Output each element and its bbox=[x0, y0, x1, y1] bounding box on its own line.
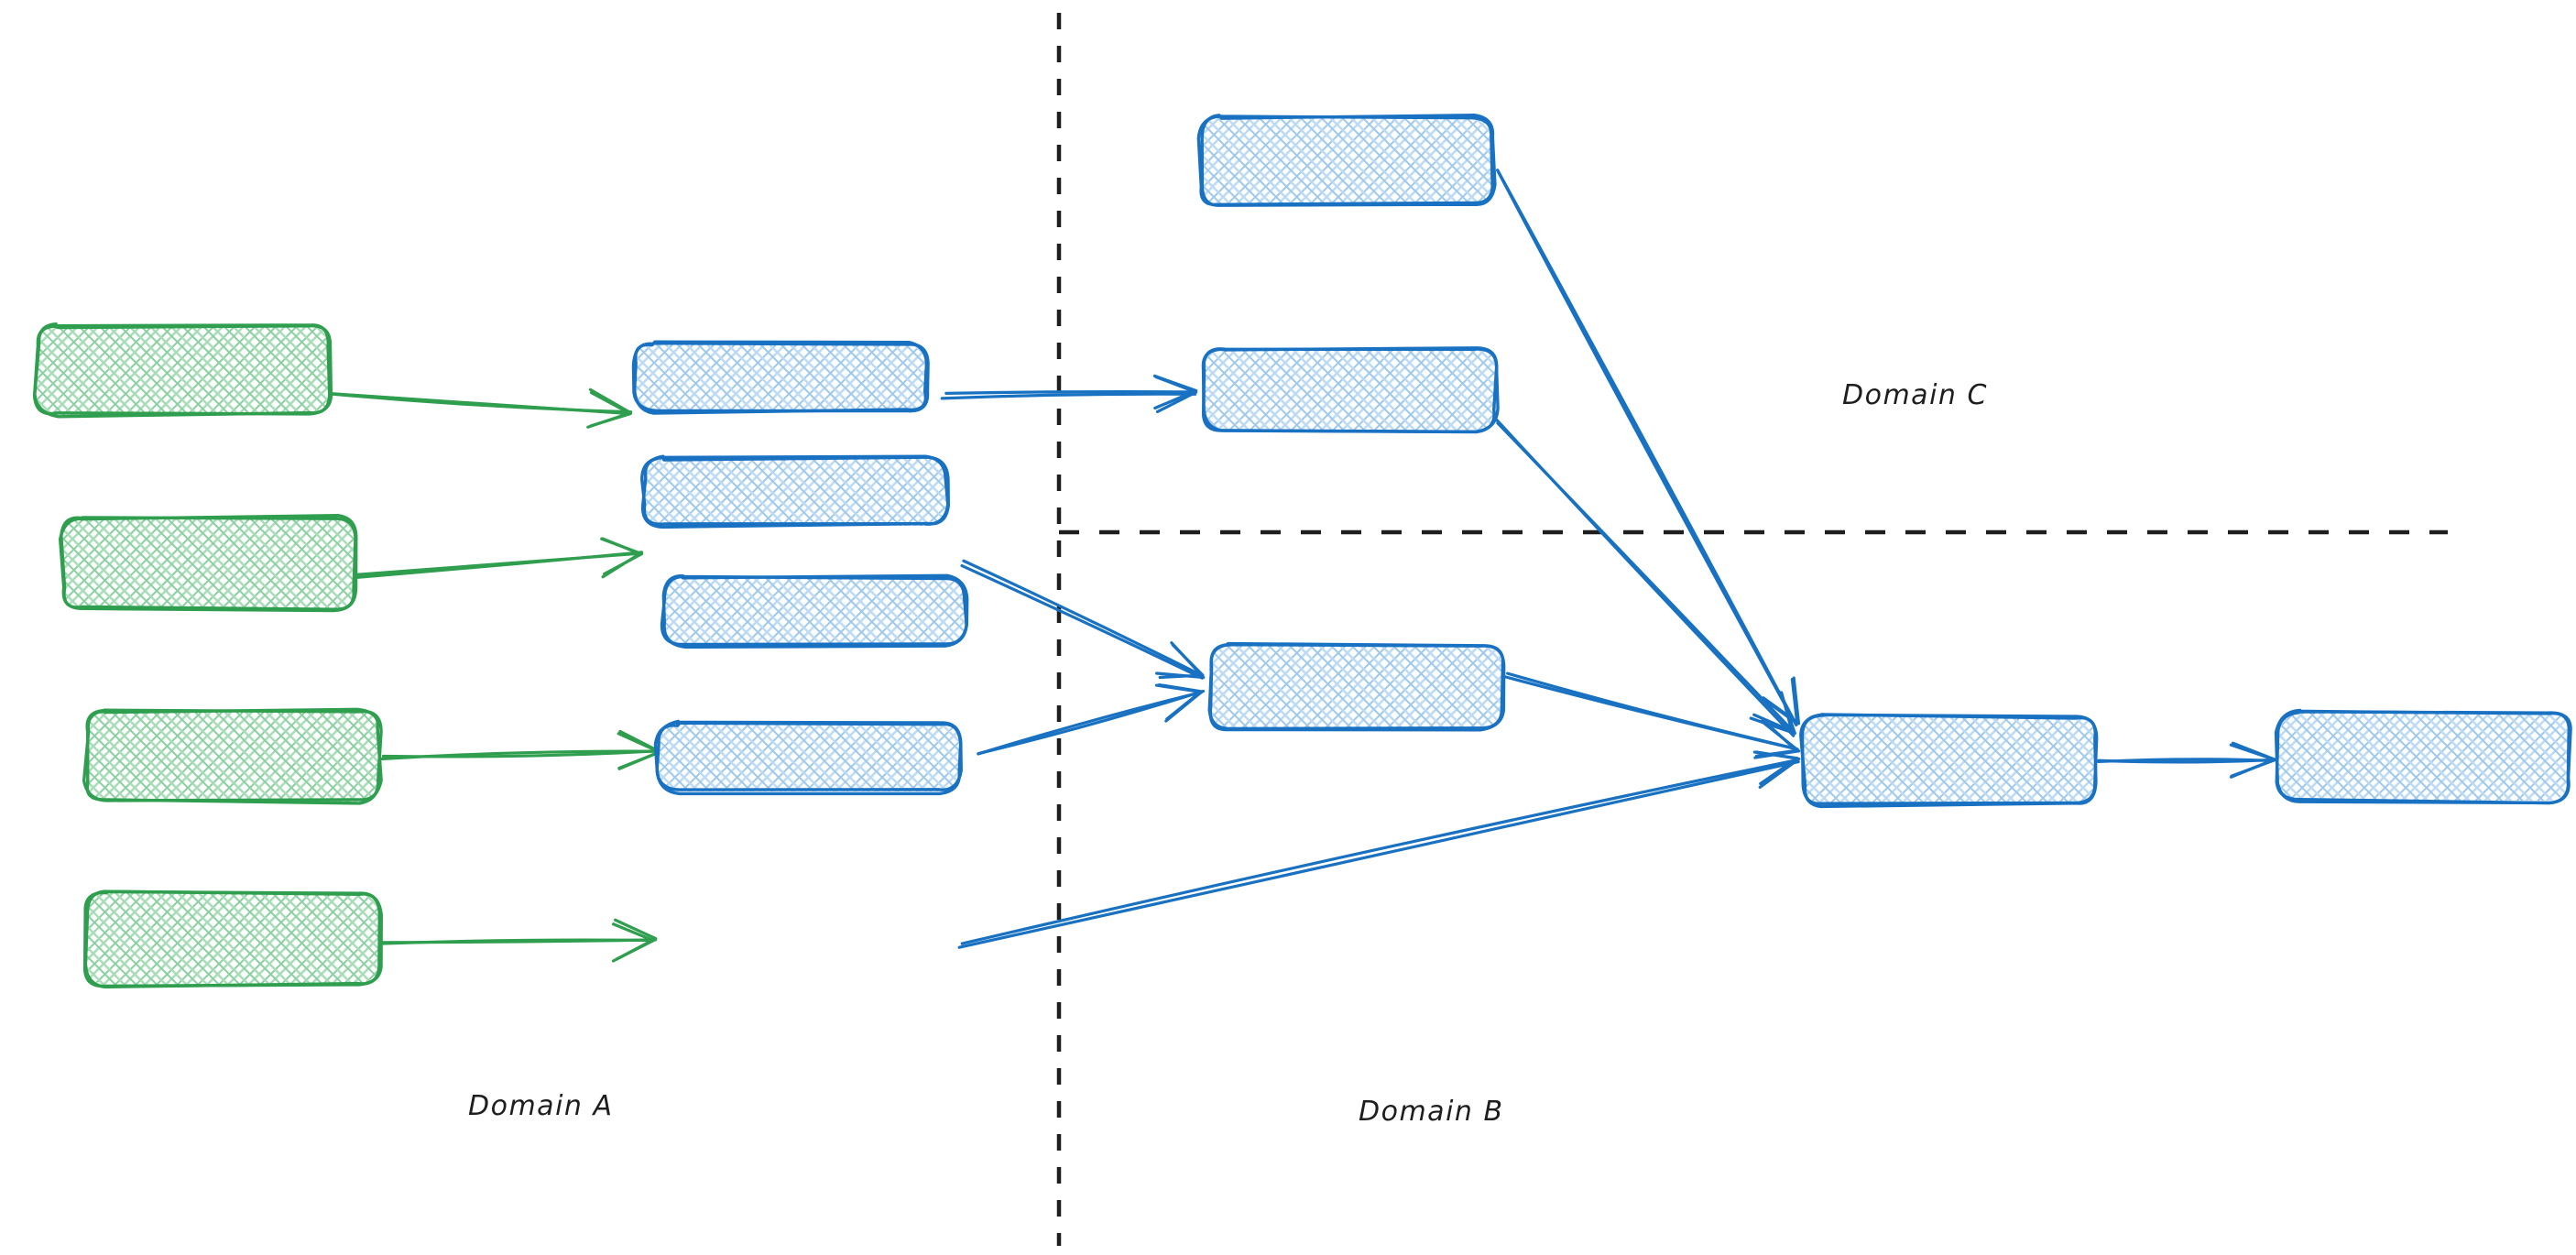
node-a2[interactable] bbox=[58, 513, 358, 613]
node-fill bbox=[86, 710, 379, 802]
dividers-layer bbox=[1056, 13, 2448, 1246]
edge-b3-to-c3 bbox=[977, 682, 1206, 756]
node-fill bbox=[62, 518, 355, 609]
node-fill bbox=[634, 344, 927, 411]
node-border bbox=[60, 516, 357, 613]
node-b1[interactable] bbox=[631, 340, 930, 415]
edge-c3-to-d1 bbox=[1502, 671, 1801, 759]
node-a4[interactable] bbox=[82, 889, 383, 989]
node-fill bbox=[1200, 117, 1493, 205]
edge-a4-to-b4 bbox=[377, 918, 658, 963]
edge-c2-to-d1 bbox=[1495, 419, 1796, 737]
edge-a1-to-b1 bbox=[331, 387, 633, 429]
node-c1[interactable] bbox=[1196, 114, 1497, 207]
node-fill bbox=[1209, 646, 1502, 728]
edge-a3-to-b3 bbox=[379, 729, 663, 770]
node-c3[interactable] bbox=[1207, 641, 1506, 732]
node-c2[interactable] bbox=[1201, 346, 1500, 434]
label-domain-a: Domain A bbox=[468, 1090, 614, 1122]
node-a1[interactable] bbox=[32, 322, 333, 419]
node-e1[interactable] bbox=[2274, 708, 2572, 805]
node-border bbox=[1196, 115, 1494, 207]
node-a3[interactable] bbox=[82, 707, 383, 805]
node-border bbox=[655, 719, 963, 796]
node-border bbox=[660, 573, 969, 647]
node-fill bbox=[1803, 716, 2096, 804]
node-border bbox=[1800, 713, 2099, 805]
nodes-layer bbox=[32, 114, 2572, 989]
node-border bbox=[85, 708, 383, 805]
node-b2[interactable] bbox=[640, 454, 950, 529]
node-border bbox=[83, 889, 382, 989]
label-domain-c: Domain C bbox=[1842, 379, 1988, 411]
edge-b4-to-d1 bbox=[957, 750, 1801, 949]
node-border bbox=[2275, 710, 2572, 805]
node-fill bbox=[37, 325, 330, 415]
edges-layer bbox=[331, 169, 2277, 963]
node-b4[interactable] bbox=[653, 719, 963, 796]
node-border bbox=[1208, 642, 1506, 732]
edge-c1-to-d1 bbox=[1496, 169, 1801, 726]
edge-b2-to-c3 bbox=[960, 559, 1206, 680]
node-fill bbox=[658, 724, 960, 791]
node-fill bbox=[644, 458, 946, 526]
node-border bbox=[640, 454, 950, 529]
edge-d1-to-e1 bbox=[2096, 741, 2277, 779]
edge-b1-to-c2 bbox=[940, 374, 1198, 414]
node-b3[interactable] bbox=[660, 573, 969, 649]
edge-a2-to-b2 bbox=[355, 537, 644, 579]
node-fill bbox=[1203, 348, 1496, 431]
node-border bbox=[32, 323, 333, 416]
node-border bbox=[1201, 346, 1499, 434]
node-d1[interactable] bbox=[1799, 713, 2099, 809]
node-fill bbox=[86, 893, 379, 985]
node-border bbox=[631, 341, 930, 413]
node-fill bbox=[2278, 713, 2570, 801]
label-domain-b: Domain B bbox=[1359, 1096, 1504, 1128]
node-fill bbox=[663, 577, 966, 645]
